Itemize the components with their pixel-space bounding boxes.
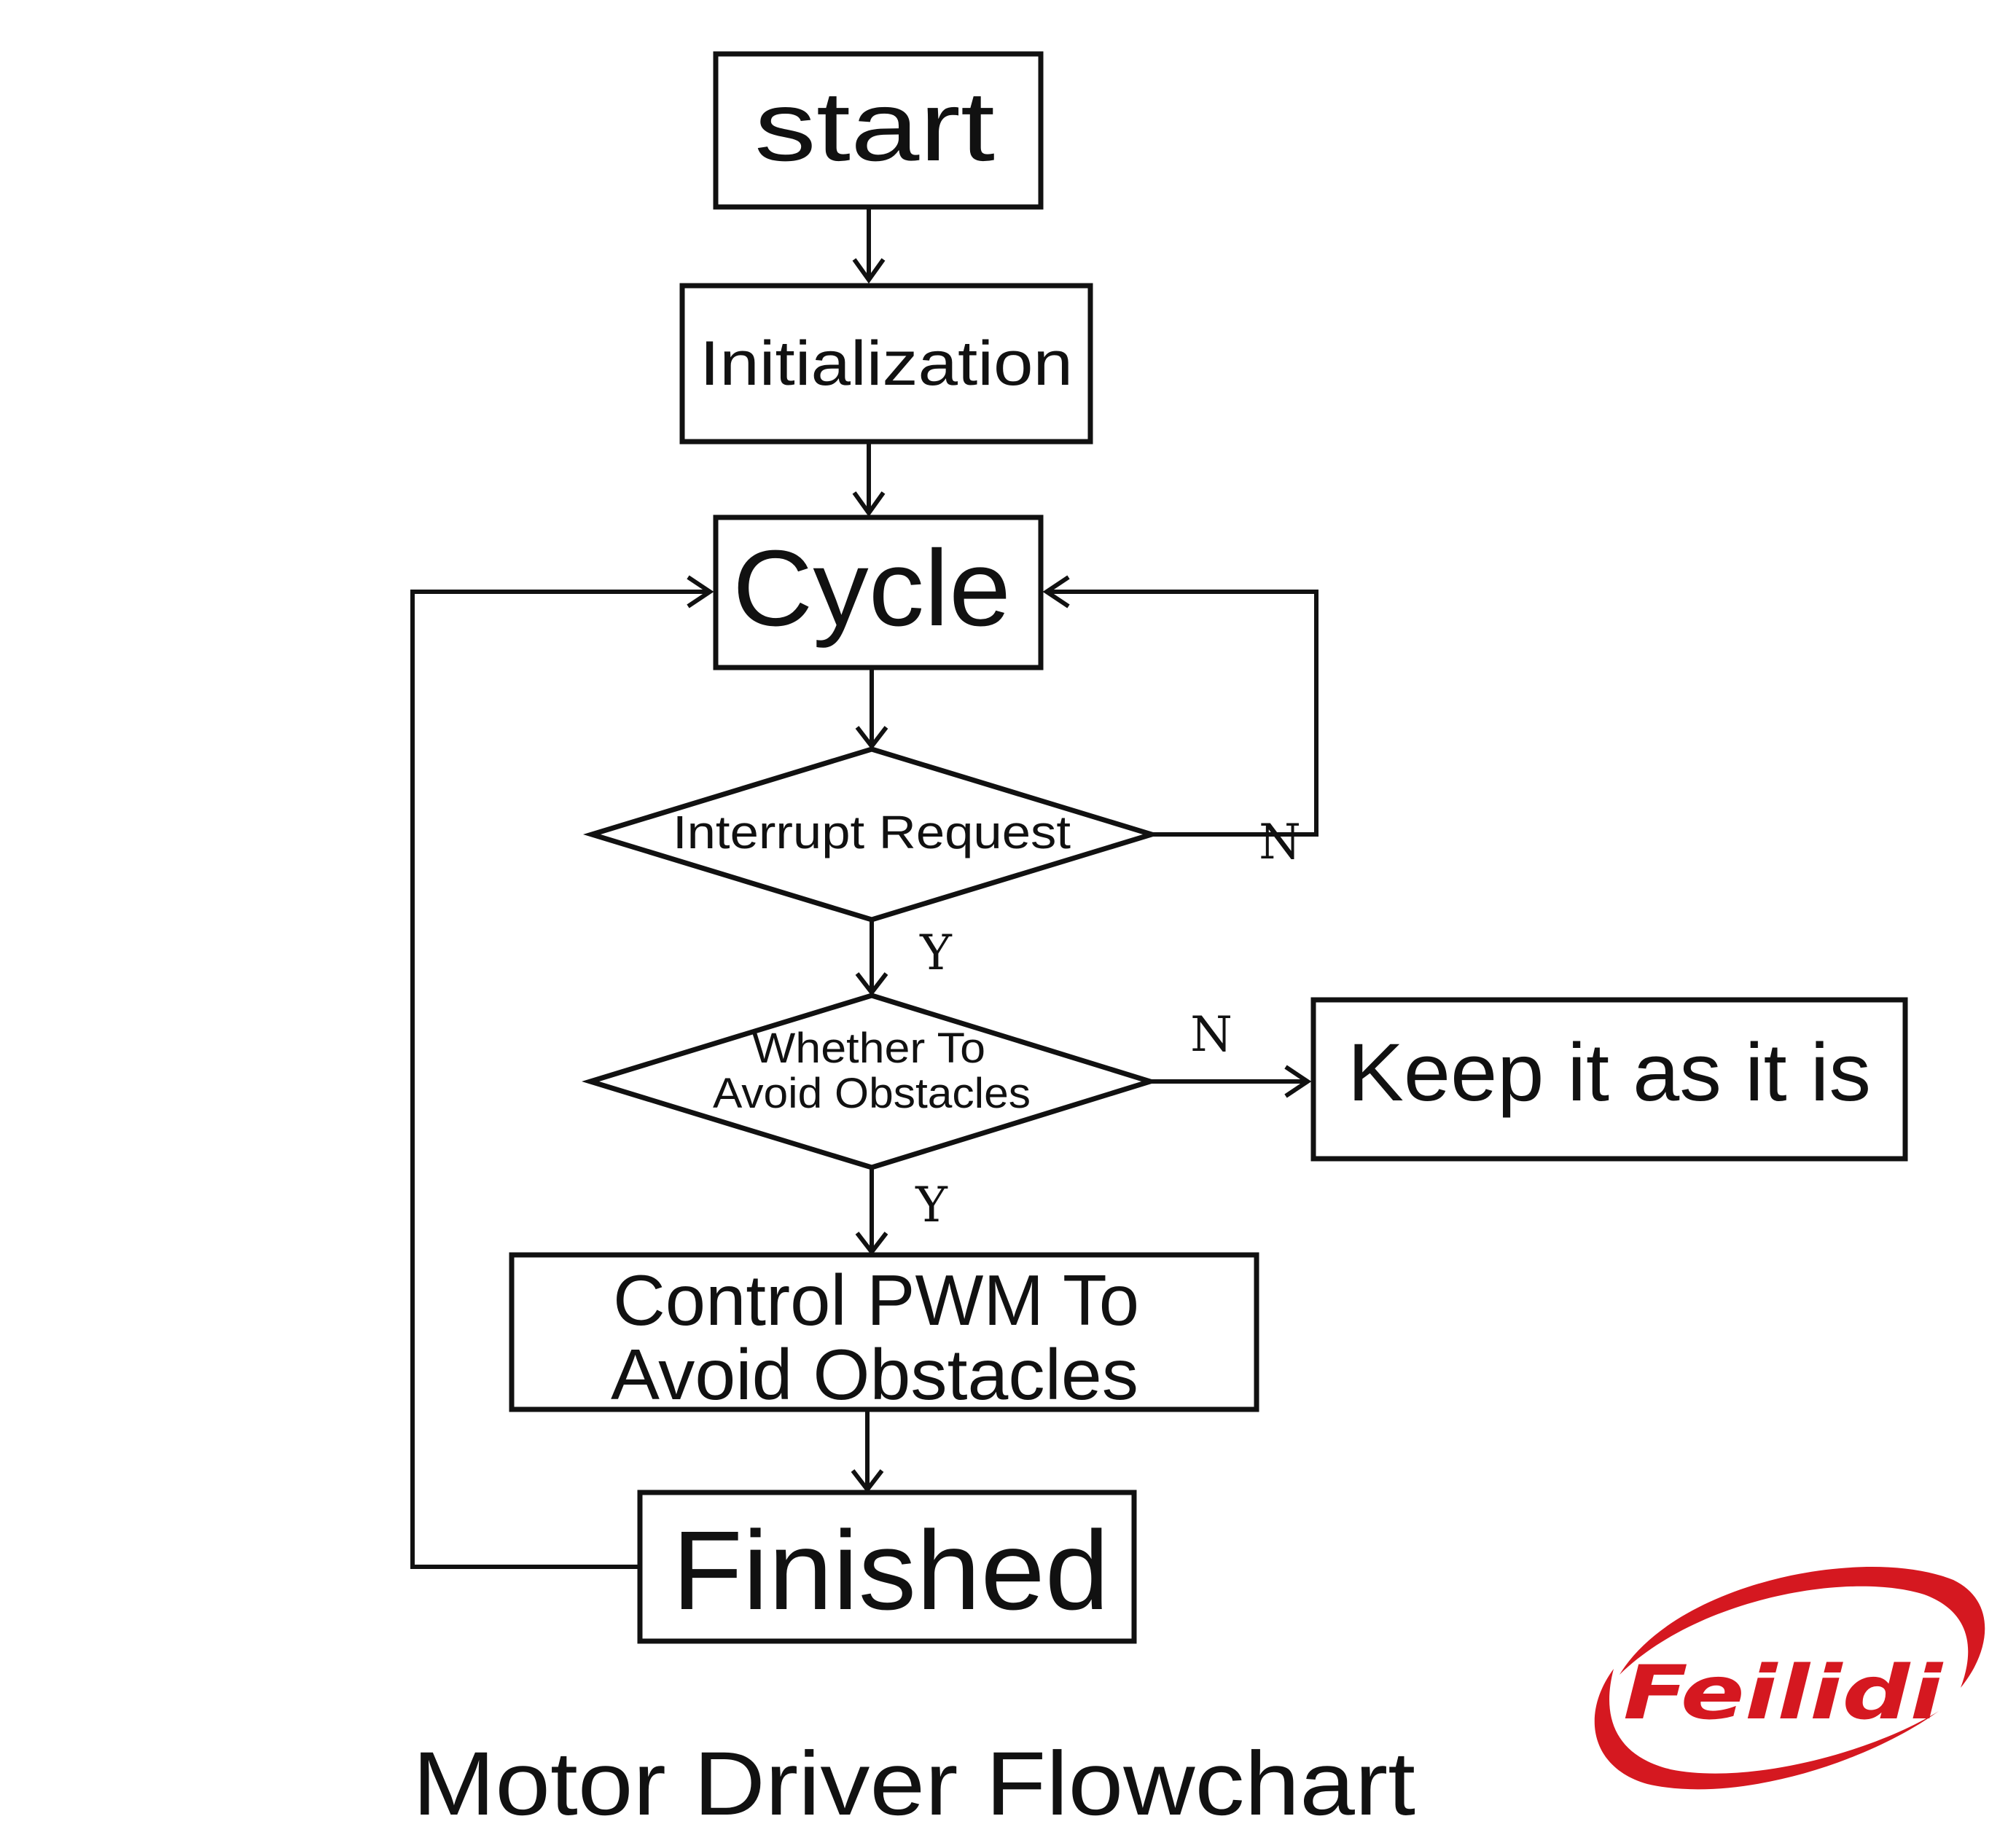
node-start: start [713,51,1044,210]
node-initialization: Initialization [679,283,1093,445]
arrowhead-initialization [852,258,886,284]
arrowhead-finished [851,1469,884,1493]
logo-swoosh-top [1620,1567,1985,1688]
arrowhead-keep [1284,1065,1312,1098]
avoid-decision-line-2: Avoid Obstacles [713,1070,1031,1117]
node-keep-it-as-it-is: Keep it as it is [1310,997,1908,1162]
cycle-label: Cycle [732,528,1011,649]
feilidi-logo: Feilidi [1594,1567,1985,1790]
control-pwm-line-1: Control PWM To [613,1260,1139,1340]
control-pwm-line-2: Avoid Obstacles [611,1334,1138,1414]
arrowhead-cycle-top [852,491,886,517]
node-whether-to-avoid: Whether To Avoid Obstacles [582,993,1159,1170]
edge-interrupt-no-to-cycle [1048,590,1318,837]
node-interrupt-request: Interrupt Request [582,746,1161,923]
keep-label: Keep it as it is [1348,1027,1871,1118]
start-label: start [754,71,995,181]
node-finished: Finished [637,1490,1137,1644]
logo-text: Feilidi [1623,1650,1945,1737]
node-cycle: Cycle [713,514,1044,670]
node-control-pwm: Control PWM To Avoid Obstacles [509,1252,1259,1414]
edge-finished-to-cycle [410,590,707,1569]
initialization-label: Initialization [700,329,1073,399]
flowchart-caption: Motor Driver Flowchart [413,1734,1415,1834]
avoid-yes-label: Y [915,1177,948,1233]
arrowhead-avoid [855,972,888,996]
arrowhead-control [855,1232,888,1256]
avoid-decision-line-1: Whether To [752,1025,985,1072]
finished-label: Finished [672,1508,1109,1633]
connectors [410,207,1318,1569]
interrupt-request-label: Interrupt Request [673,806,1071,858]
arrowhead-interrupt [855,726,888,750]
arrowhead-cycle-left [687,575,714,609]
interrupt-no-label: N [1259,814,1301,870]
avoid-no-label: N [1190,1006,1232,1063]
arrowhead-cycle-right [1042,575,1070,609]
interrupt-yes-label: Y [919,925,953,981]
